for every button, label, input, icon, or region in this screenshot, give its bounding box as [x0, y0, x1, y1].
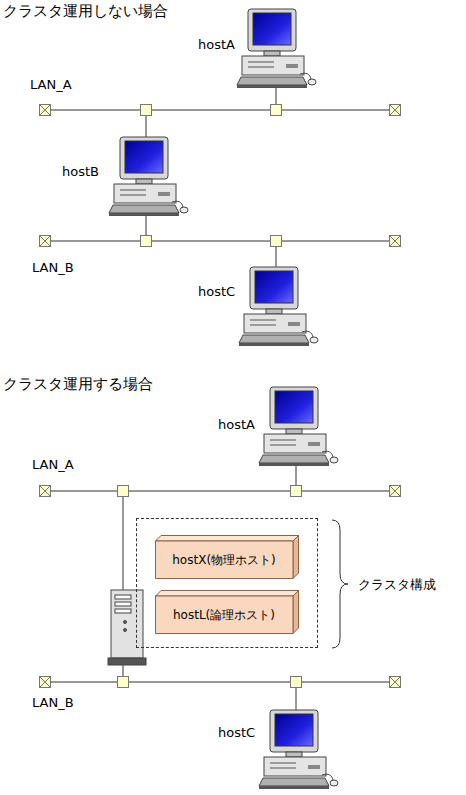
host-label: hostC [198, 284, 235, 300]
host-label: hostA [198, 37, 235, 53]
box-text-area: hostX(物理ホスト) [155, 541, 293, 579]
host-box: hostX(物理ホスト) [155, 535, 299, 579]
box-face [293, 536, 299, 579]
box-label: hostL(論理ホスト) [173, 608, 275, 623]
host-label: LAN_B [32, 695, 74, 711]
box-text-area: hostL(論理ホスト) [155, 596, 293, 634]
box-label: hostX(物理ホスト) [172, 553, 276, 568]
box-face [156, 536, 299, 542]
section-heading: クラスタ運用しない場合 [3, 2, 168, 20]
host-label: hostB [62, 164, 99, 180]
host-box: hostL(論理ホスト) [155, 590, 299, 634]
section-heading: クラスタ運用する場合 [3, 375, 153, 393]
box-face [156, 591, 299, 597]
host-label: hostC [218, 725, 255, 741]
host-label: LAN_B [32, 260, 74, 276]
group-label: クラスタ構成 [358, 576, 436, 594]
host-label: hostA [218, 417, 255, 433]
box-face [293, 591, 299, 634]
box-face [156, 596, 294, 634]
cluster-group: クラスタ構成hostX(物理ホスト)hostL(論理ホスト) [136, 518, 318, 648]
box-face [156, 541, 294, 579]
host-label: LAN_A [30, 77, 72, 93]
host-label: LAN_A [32, 457, 74, 473]
